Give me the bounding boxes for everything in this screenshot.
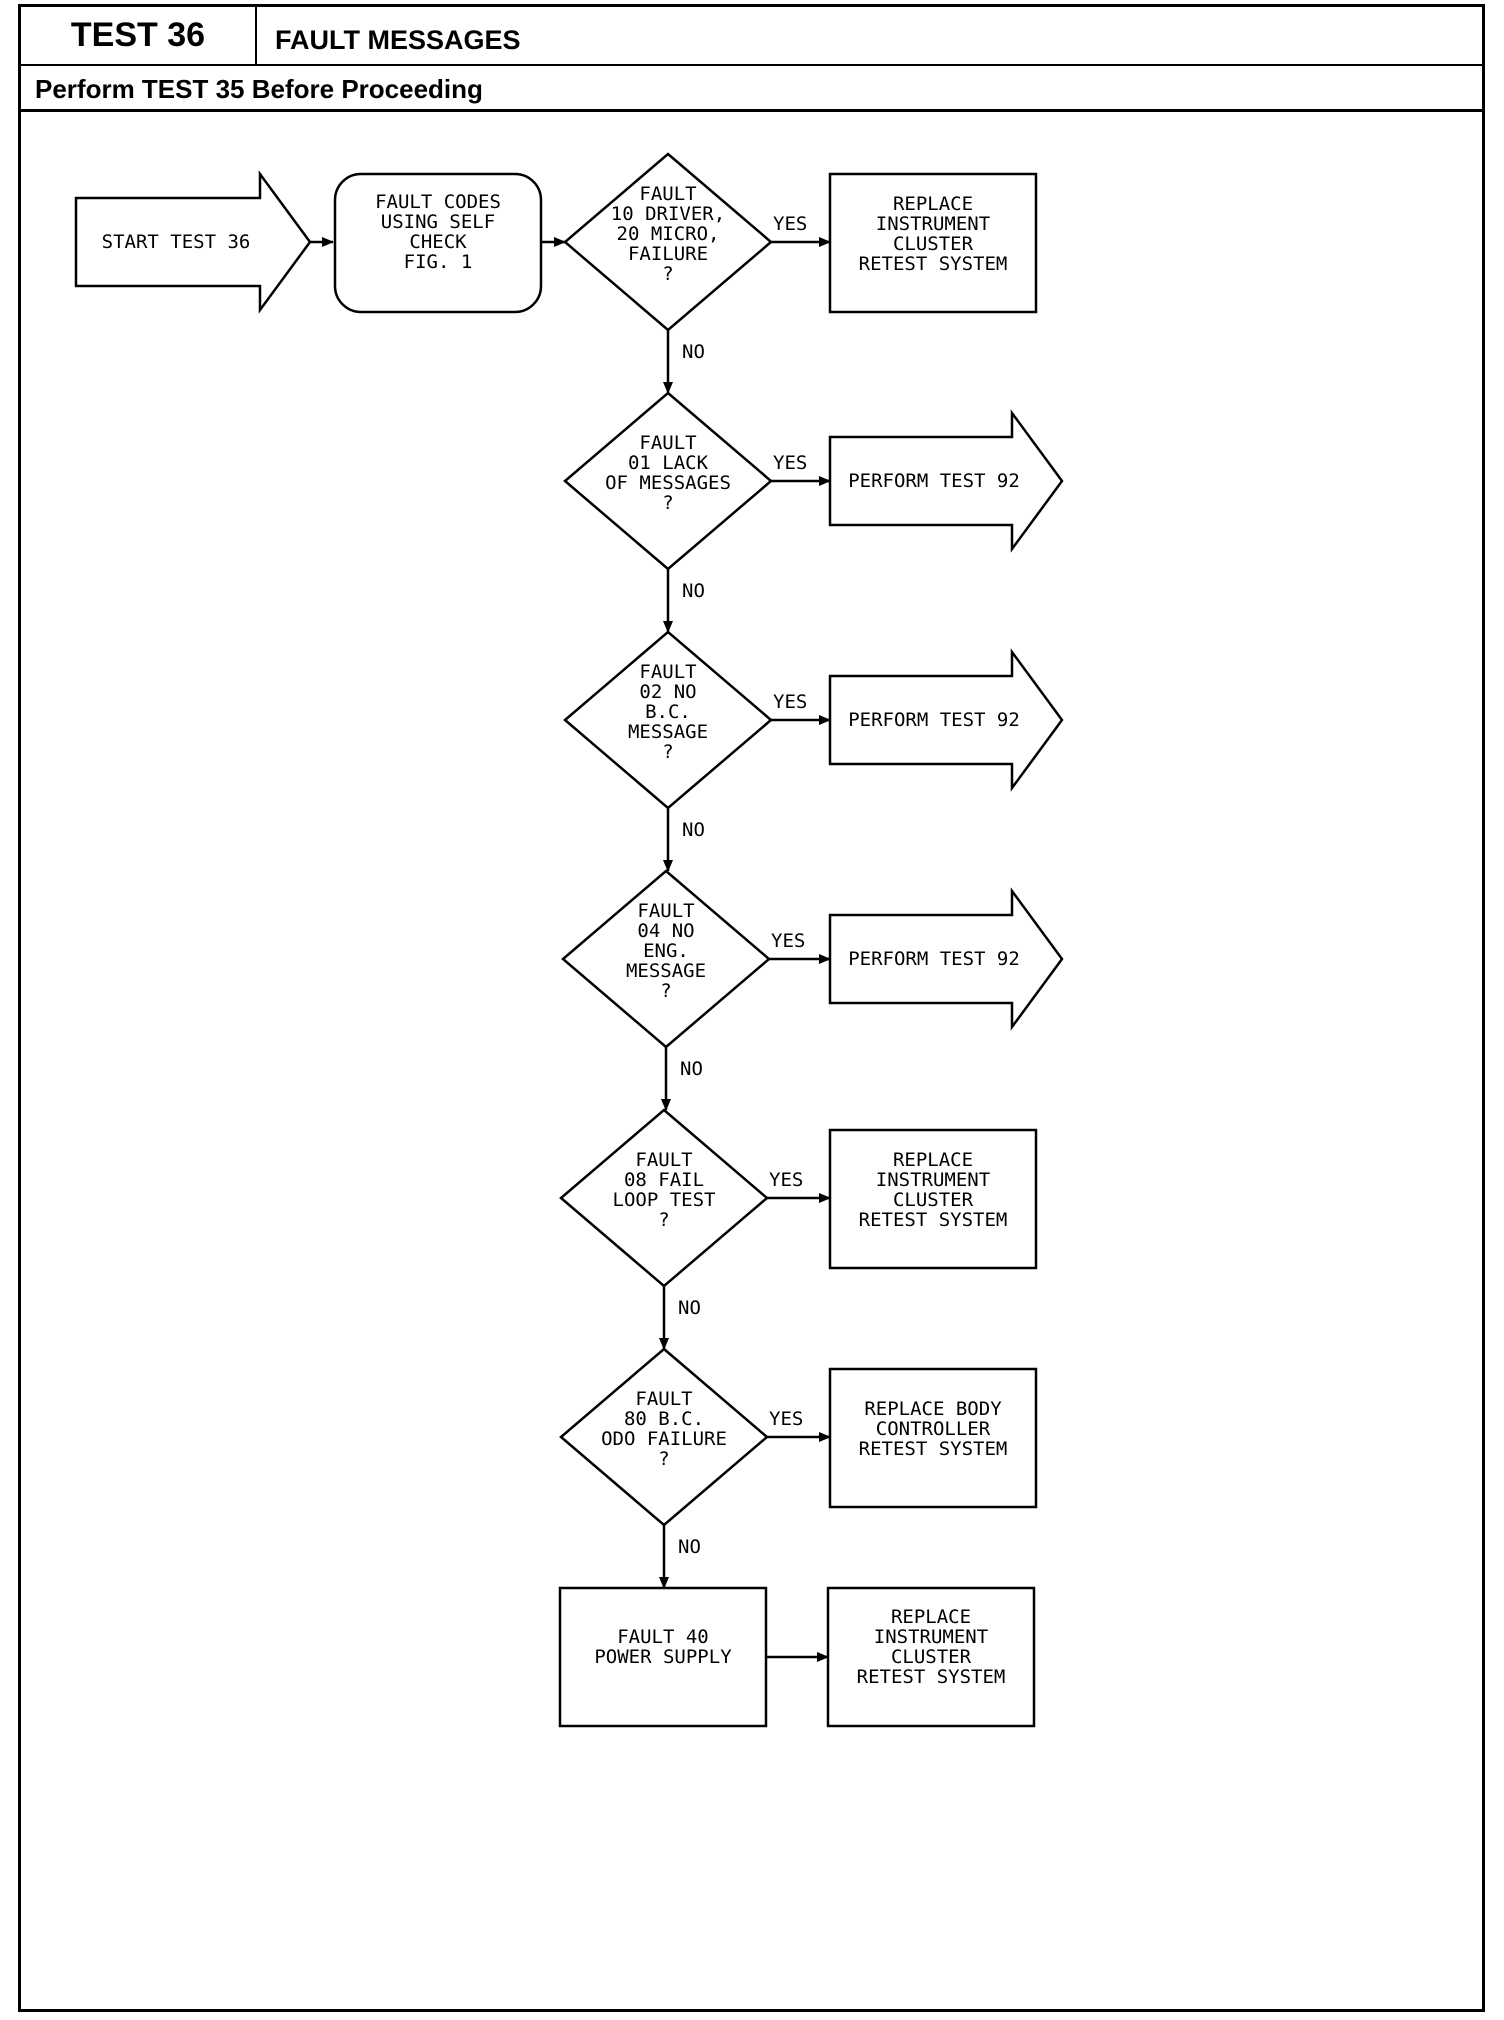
no-label-3: NO xyxy=(682,819,705,841)
action-label-4: PERFORM TEST 92 xyxy=(848,948,1020,970)
action-label-2: PERFORM TEST 92 xyxy=(848,470,1020,492)
final-action-box xyxy=(826,1586,1036,1728)
action-arrow-2 xyxy=(828,409,1064,553)
yes-label-4: YES xyxy=(771,930,805,952)
yes-label-3: YES xyxy=(773,691,807,713)
no-label-2: NO xyxy=(682,580,705,602)
test-number: TEST 36 xyxy=(21,7,257,64)
action-arrow-4 xyxy=(828,887,1064,1031)
no-label-4: NO xyxy=(680,1058,703,1080)
start-arrow xyxy=(74,170,312,314)
prerequisite-note: Perform TEST 35 Before Proceeding xyxy=(21,66,1482,112)
start-label: START TEST 36 xyxy=(102,231,251,253)
yes-label-5: YES xyxy=(769,1169,803,1191)
test-title: FAULT MESSAGES xyxy=(275,25,521,55)
no-label-5: NO xyxy=(678,1297,701,1319)
no-label-6: NO xyxy=(678,1536,701,1558)
action-box-5 xyxy=(828,1128,1038,1270)
yes-label-2: YES xyxy=(773,452,807,474)
yes-label-1: YES xyxy=(773,213,807,235)
action-label-3: PERFORM TEST 92 xyxy=(848,709,1020,731)
no-label-1: NO xyxy=(682,341,705,363)
action-box-6 xyxy=(828,1367,1038,1509)
header-row: TEST 36 FAULT MESSAGES xyxy=(21,7,1482,66)
action-arrow-3 xyxy=(828,648,1064,792)
yes-label-6: YES xyxy=(769,1408,803,1430)
action-box-1 xyxy=(828,172,1038,314)
page-frame: TEST 36 FAULT MESSAGES Perform TEST 35 B… xyxy=(18,4,1485,2012)
